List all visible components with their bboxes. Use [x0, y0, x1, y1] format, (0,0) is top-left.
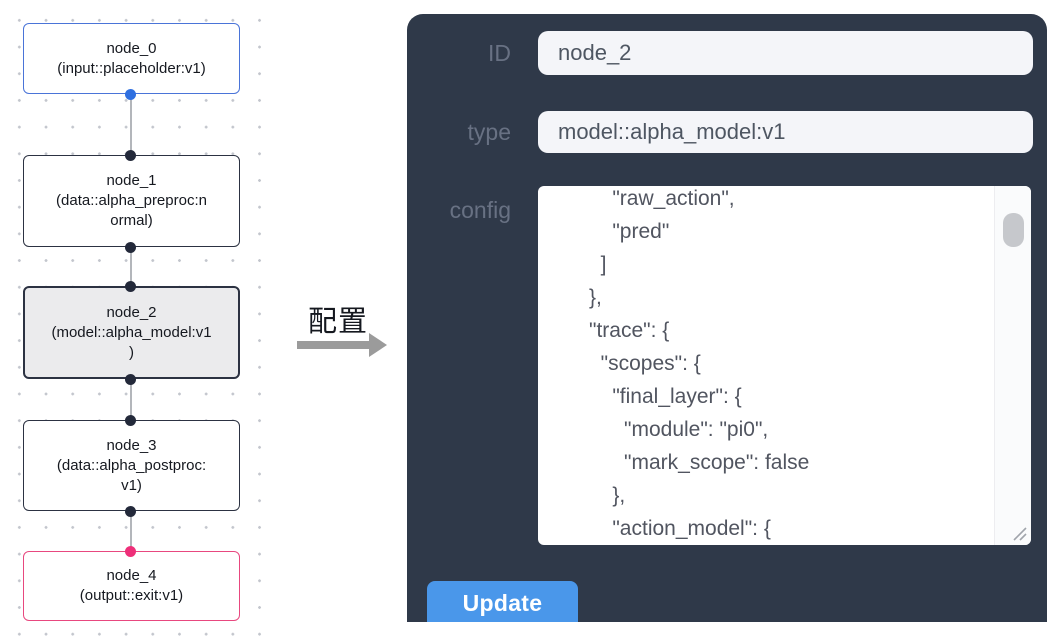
panel-canvas-grid-top	[409, 0, 1062, 13]
flow-canvas: node_0 (input::placeholder:v1) node_1 (d…	[0, 0, 274, 643]
config-field-label: config	[449, 197, 511, 223]
config-textarea[interactable]: "raw_action", "pred" ] }, "trace": { "sc…	[538, 186, 1031, 545]
port-node2-out[interactable]	[125, 374, 136, 385]
node-model-selected[interactable]: node_2 (model::alpha_model:v1 )	[23, 286, 240, 379]
arrow-right-icon-head	[369, 333, 387, 357]
edge-node2-node3	[130, 379, 132, 420]
edge-node0-node1	[130, 94, 132, 155]
node-config-panel: ID type config "raw_action", "pred" ] },…	[407, 14, 1047, 622]
node-input[interactable]: node_0 (input::placeholder:v1)	[23, 23, 240, 94]
config-scrollbar-thumb[interactable]	[1003, 213, 1024, 247]
arrow-right-icon	[297, 341, 369, 349]
id-input[interactable]	[538, 31, 1033, 75]
port-node1-out[interactable]	[125, 242, 136, 253]
port-node4-in[interactable]	[125, 546, 136, 557]
port-node2-in[interactable]	[125, 281, 136, 292]
port-node0-out[interactable]	[125, 89, 136, 100]
configure-label: 配置	[307, 306, 368, 338]
edge-node3-node4	[130, 511, 132, 551]
config-json-text: "raw_action", "pred" ] }, "trace": { "sc…	[589, 187, 810, 540]
node-preproc[interactable]: node_1 (data::alpha_preproc:n ormal)	[23, 155, 240, 247]
node-output[interactable]: node_4 (output::exit:v1)	[23, 551, 240, 621]
port-node3-out[interactable]	[125, 506, 136, 517]
node-postproc[interactable]: node_3 (data::alpha_postproc: v1)	[23, 420, 240, 511]
type-input[interactable]	[538, 111, 1033, 153]
resize-handle-icon[interactable]	[1010, 524, 1028, 542]
port-node1-in[interactable]	[125, 150, 136, 161]
update-button[interactable]: Update	[427, 581, 578, 622]
id-field-label: ID	[488, 40, 511, 66]
edge-node1-node2	[130, 247, 132, 286]
type-field-label: type	[467, 119, 511, 145]
port-node3-in[interactable]	[125, 415, 136, 426]
config-scrollbar-track[interactable]	[994, 186, 1031, 545]
